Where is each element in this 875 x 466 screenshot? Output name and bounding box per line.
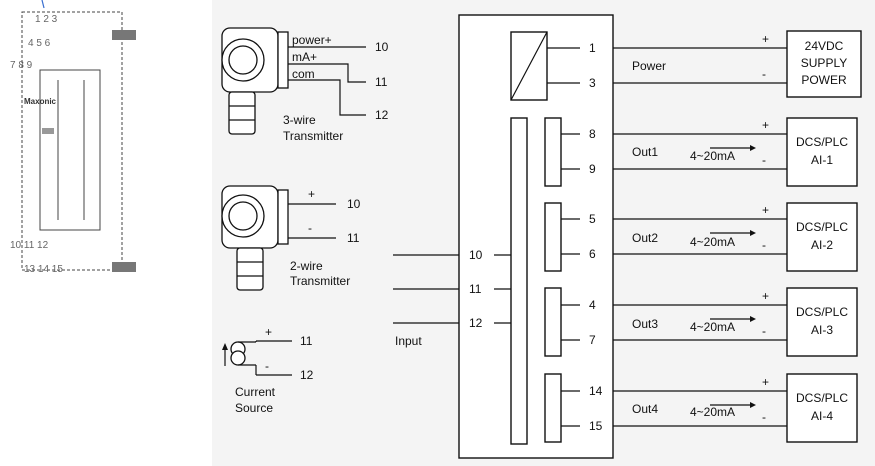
module-photo: 1 2 3 4 5 6 7 8 9 Maxonic 10 11 12 13 14… <box>10 0 141 282</box>
out1-label: Out1 <box>632 145 658 159</box>
out1-plus: + <box>762 118 769 132</box>
out4-label: Out4 <box>632 402 658 416</box>
wire-com-label: com <box>292 67 315 81</box>
photo-terminals-row-a: 1 2 3 <box>35 14 58 25</box>
out2-minus: - <box>762 238 766 252</box>
out2-label: Out2 <box>632 231 658 245</box>
output-channel-3: 4 7 Out3 4~20mA + - DCS/PLC AI-3 <box>589 287 858 357</box>
transmitter-2wire-label-1: 2-wire <box>290 259 323 273</box>
current-source: + - 11 12 Current Source <box>222 325 314 415</box>
photo-brand-label: Maxonic <box>24 97 57 106</box>
out1-minus: - <box>762 153 766 167</box>
transmitter-3wire: power+ mA+ com 10 11 12 3-wire Transmitt… <box>221 27 389 143</box>
out4-signal: 4~20mA <box>690 405 735 419</box>
current-source-label-1: Current <box>235 385 276 399</box>
input-wiring: Input <box>393 254 459 348</box>
out3-minus: - <box>762 324 766 338</box>
supply-line-2: SUPPLY <box>801 56 847 70</box>
transmitter-3wire-label-2: Transmitter <box>283 129 343 143</box>
output-channel-2: 5 6 Out2 4~20mA + - DCS/PLC AI-2 <box>589 202 858 272</box>
supply-line-1: 24VDC <box>805 39 844 53</box>
main-module: 1 3 10 11 12 <box>458 14 614 459</box>
terminal-input-12: 12 <box>469 316 483 330</box>
terminal-power-1: 1 <box>589 41 596 55</box>
out3-signal: 4~20mA <box>690 320 735 334</box>
terminal-out2-bottom: 6 <box>589 247 596 261</box>
output-channel-1: 8 9 Out1 4~20mA + - DCS/PLC AI-1 <box>589 117 858 187</box>
power-minus: - <box>762 67 766 81</box>
current-source-label-2: Source <box>235 401 273 415</box>
output-channel-4: 14 15 Out4 4~20mA + - DCS/PLC AI-4 <box>589 373 858 443</box>
photo-terminals-row-d: 10 11 12 <box>10 240 49 251</box>
terminal-out1-bottom: 9 <box>589 162 596 176</box>
transmitter-2wire-label-2: Transmitter <box>290 274 350 288</box>
terminal-out3-top: 4 <box>589 298 596 312</box>
power-supply: Power + - 24VDC SUPPLY POWER <box>613 30 862 98</box>
terminal-out4-bottom: 15 <box>589 419 603 433</box>
out3-dest-1: DCS/PLC <box>796 305 848 319</box>
out3-dest-2: AI-3 <box>811 323 833 337</box>
terminal-input-10: 10 <box>469 248 483 262</box>
out1-dest-1: DCS/PLC <box>796 135 848 149</box>
terminal-cs-12: 12 <box>300 368 314 382</box>
out1-dest-2: AI-1 <box>811 153 833 167</box>
photo-terminals-row-e: 13 14 15 <box>24 264 63 275</box>
terminal-2w-11: 11 <box>347 231 360 245</box>
terminal-3w-11: 11 <box>375 75 388 89</box>
photo-terminals-row-c: 7 8 9 <box>10 60 33 71</box>
terminal-power-3: 3 <box>589 76 596 90</box>
out2-signal: 4~20mA <box>690 235 735 249</box>
terminal-out4-top: 14 <box>589 384 603 398</box>
out2-plus: + <box>762 203 769 217</box>
transmitter-2wire-plus: + <box>308 187 315 201</box>
supply-line-3: POWER <box>801 73 847 87</box>
transmitter-3wire-label-1: 3-wire <box>283 113 316 127</box>
out3-label: Out3 <box>632 317 658 331</box>
transmitter-2wire-minus: - <box>308 221 312 235</box>
terminal-3w-10: 10 <box>375 40 389 54</box>
terminal-2w-10: 10 <box>347 197 361 211</box>
terminal-input-11: 11 <box>469 282 482 296</box>
out2-dest-1: DCS/PLC <box>796 220 848 234</box>
transmitter-2wire: + - 10 11 2-wire Transmitter <box>221 185 361 291</box>
terminal-out2-top: 5 <box>589 212 596 226</box>
out2-dest-2: AI-2 <box>811 238 833 252</box>
wire-power-plus-label: power+ <box>292 33 332 47</box>
power-label: Power <box>632 59 666 73</box>
current-source-plus: + <box>265 325 272 339</box>
terminal-cs-11: 11 <box>300 334 313 348</box>
power-plus: + <box>762 32 769 46</box>
terminal-out3-bottom: 7 <box>589 333 596 347</box>
current-source-minus: - <box>265 359 269 373</box>
photo-terminals-row-b: 4 5 6 <box>28 38 51 49</box>
terminal-out1-top: 8 <box>589 127 596 141</box>
out4-dest-2: AI-4 <box>811 409 833 423</box>
out4-plus: + <box>762 375 769 389</box>
out3-plus: + <box>762 289 769 303</box>
out1-signal: 4~20mA <box>690 149 735 163</box>
terminal-3w-12: 12 <box>375 108 389 122</box>
out4-dest-1: DCS/PLC <box>796 391 848 405</box>
out4-minus: - <box>762 410 766 424</box>
wire-ma-plus-label: mA+ <box>292 50 317 64</box>
input-label: Input <box>395 334 422 348</box>
